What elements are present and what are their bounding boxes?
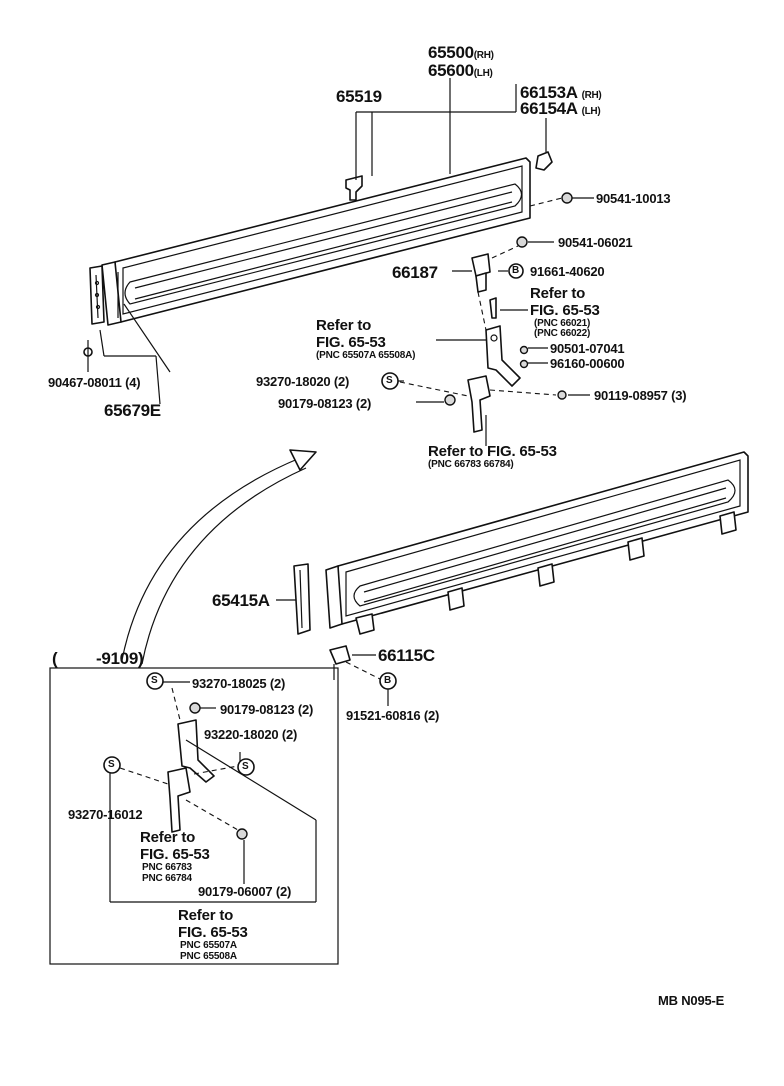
label-65500: 65500(RH) <box>428 43 494 62</box>
bracket-66115c <box>329 645 351 665</box>
hinge-bracket-upper <box>467 375 491 433</box>
leader-lines-upper <box>87 78 594 446</box>
label-66153a: 66153A (RH) <box>520 83 602 102</box>
label-90541-10013: 90541-10013 <box>596 191 671 206</box>
label-93270-16012: 93270-16012 <box>68 807 143 822</box>
label-65519: 65519 <box>336 87 382 106</box>
symbol-s-93220-18020: S <box>242 761 249 772</box>
refer-to-5: Refer to <box>178 907 234 924</box>
symbol-b-91661: B <box>512 265 520 276</box>
label-90467-08011: 90467-08011 (4) <box>48 375 141 390</box>
inset-parts <box>167 702 248 840</box>
bracket-66187 <box>471 253 491 293</box>
clip-65519 <box>345 175 363 201</box>
pnc-66021: (PNC 66021) <box>534 318 591 329</box>
fig-ref-5: FIG. 65-53 <box>178 924 248 941</box>
pnc-66784: PNC 66784 <box>142 873 192 884</box>
symbol-b-91521: B <box>384 675 392 686</box>
pnc-65507a: PNC 65507A <box>180 940 237 951</box>
label-66187: 66187 <box>392 263 438 282</box>
symbol-s-93270-16012: S <box>108 759 115 770</box>
fig-ref-2: FIG. 65-53 <box>316 334 386 351</box>
lower-panel-hinges <box>355 511 737 635</box>
label-91521-60816: 91521-60816 (2) <box>346 708 440 723</box>
label-65679e: 65679E <box>104 401 161 420</box>
label-96160-00600: 96160-00600 <box>550 356 625 371</box>
label-90179-06007: 90179-06007 (2) <box>198 884 292 899</box>
pnc-65507a-65508a: (PNC 65507A 65508A) <box>316 350 416 361</box>
lock-bracket-upper <box>485 325 521 387</box>
label-66115c: 66115C <box>378 646 435 665</box>
refer-to-4: Refer to <box>140 829 196 846</box>
label-93220-18020: 93220-18020 (2) <box>204 727 298 742</box>
pnc-65508a: PNC 65508A <box>180 951 237 962</box>
fig-ref-4: FIG. 65-53 <box>140 846 210 863</box>
fig-ref-1: FIG. 65-53 <box>530 302 600 319</box>
inset-box <box>49 667 339 965</box>
label-90179-08123: 90179-08123 (2) <box>278 396 372 411</box>
label-90541-06021: 90541-06021 <box>558 235 633 250</box>
lower-side-panel <box>325 451 749 629</box>
leader-91521 <box>345 661 383 681</box>
label-93270-18020: 93270-18020 (2) <box>256 374 350 389</box>
pnc-66783: PNC 66783 <box>142 862 192 873</box>
inset-range-open: ( <box>52 649 58 668</box>
label-65600: 65600(LH) <box>428 61 493 80</box>
label-66154a: 66154A (LH) <box>520 99 601 118</box>
label-91661-40620: 91661-40620 <box>530 264 605 279</box>
inset-leaders <box>109 681 317 903</box>
symbol-s-93270-18025: S <box>151 675 158 686</box>
hinge-65679e <box>89 265 105 325</box>
bracket-66153a <box>535 151 553 171</box>
diagram-code: MB N095-E <box>658 993 725 1008</box>
label-65415a: 65415A <box>212 591 270 610</box>
upper-side-panel <box>101 157 531 326</box>
symbol-circles <box>103 263 524 776</box>
inset-range-end: -9109) <box>96 649 144 668</box>
label-93270-18025: 93270-18025 (2) <box>192 676 286 691</box>
refer-to-3: Refer to FIG. 65-53 <box>428 443 557 460</box>
label-90501-07041: 90501-07041 <box>550 341 625 356</box>
curved-arrow <box>121 449 317 665</box>
seal-65415a <box>293 563 311 635</box>
refer-to-2: Refer to <box>316 317 372 334</box>
refer-to-1: Refer to <box>530 285 586 302</box>
symbol-s-93270-18020: S <box>386 375 393 386</box>
pnc-66022: (PNC 66022) <box>534 328 591 339</box>
pnc-66783-66784: (PNC 66783 66784) <box>428 459 514 470</box>
label-90119-08957: 90119-08957 (3) <box>594 388 687 403</box>
label-90179-08123-b: 90179-08123 (2) <box>220 702 314 717</box>
